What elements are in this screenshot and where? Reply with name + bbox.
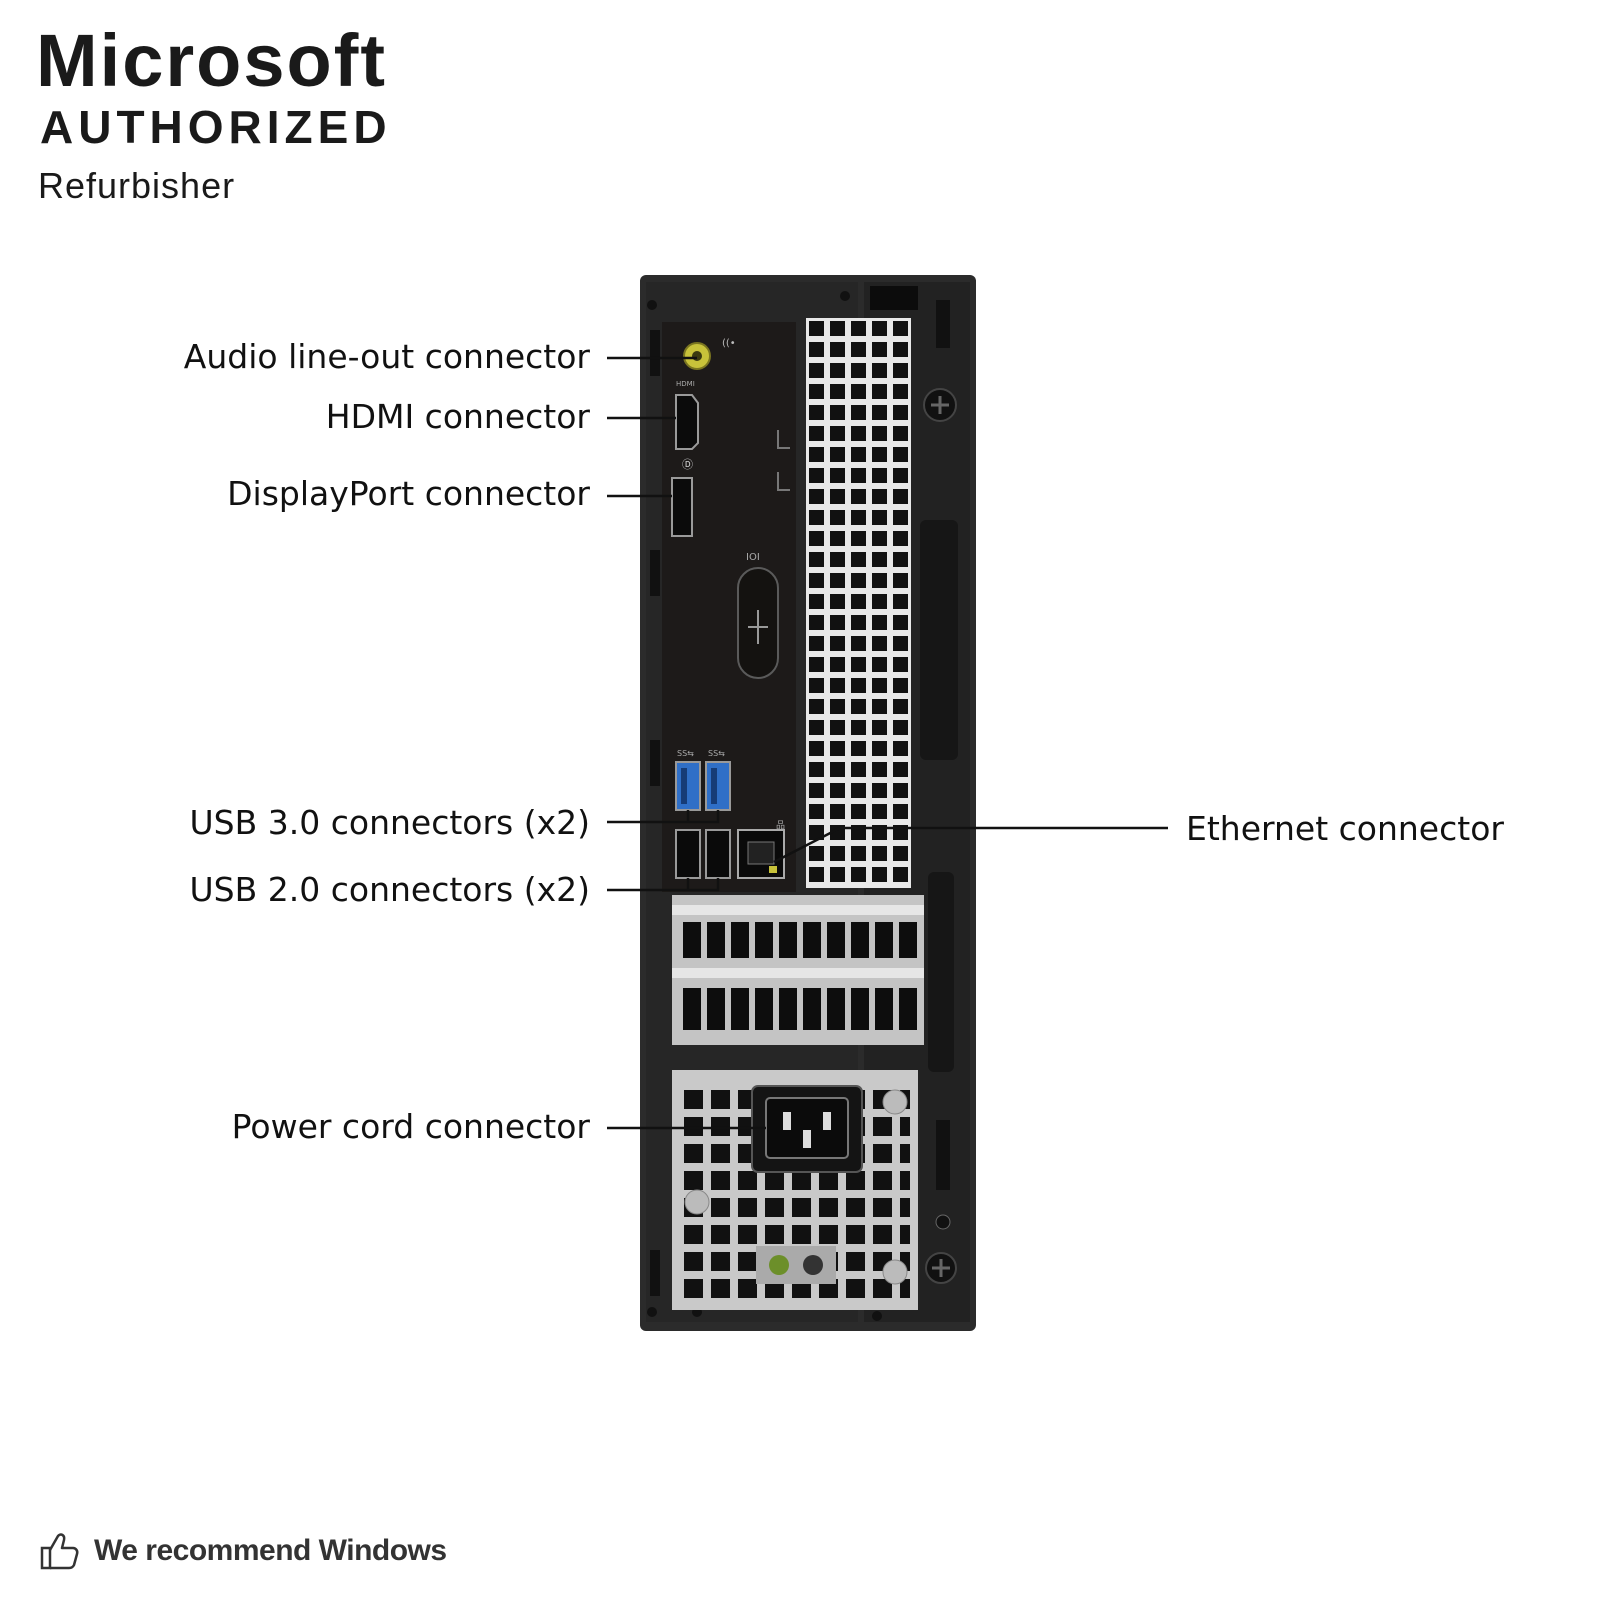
- recommend-windows: We recommend Windows: [38, 1530, 447, 1572]
- callout-audio: Audio line-out connector: [183, 337, 590, 376]
- svg-text:IOI: IOI: [746, 552, 760, 563]
- vent-grill: [806, 318, 911, 888]
- expansion-slots: [672, 872, 954, 1072]
- recommend-text: We recommend Windows: [94, 1534, 447, 1567]
- leader-usb2: [607, 878, 720, 892]
- ethernet-port-icon: 品: [737, 820, 785, 879]
- callout-ethernet: Ethernet connector: [1186, 809, 1504, 848]
- hdmi-port-icon: HDMI: [675, 380, 699, 450]
- svg-text:品: 品: [776, 820, 785, 831]
- callout-hdmi: HDMI connector: [325, 397, 590, 436]
- svg-text:((•: ((•: [722, 338, 736, 349]
- brand-authorized: AUTHORIZED: [40, 101, 392, 153]
- leader-ethernet: [773, 826, 1168, 864]
- displayport-port-icon: Ⓓ: [671, 458, 693, 537]
- svg-text:SS⇆: SS⇆: [677, 749, 694, 758]
- power-socket-icon: [765, 1097, 849, 1159]
- thumbs-up-icon: [40, 1533, 79, 1570]
- leader-lines: [607, 356, 1168, 1130]
- callout-usb2: USB 2.0 connectors (x2): [189, 870, 590, 909]
- callout-displayport: DisplayPort connector: [227, 474, 590, 513]
- usb3-port-icon: SS⇆ SS⇆: [675, 749, 731, 811]
- callout-usb3: USB 3.0 connectors (x2): [189, 803, 590, 842]
- svg-text:SS⇆: SS⇆: [708, 749, 725, 758]
- svg-text:Ⓓ: Ⓓ: [682, 458, 693, 471]
- thumbscrew-top-icon: [923, 388, 957, 422]
- brand-microsoft: Microsoft: [36, 19, 387, 102]
- brand-refurbisher: Refurbisher: [38, 165, 236, 206]
- usb2-port-icon: [675, 829, 731, 879]
- thumbscrew-bottom-icon: [925, 1252, 957, 1284]
- svg-text:HDMI: HDMI: [676, 380, 695, 388]
- callout-power: Power cord connector: [231, 1107, 590, 1146]
- leader-usb3: [607, 810, 720, 824]
- serial-cover-icon: IOI: [737, 552, 779, 679]
